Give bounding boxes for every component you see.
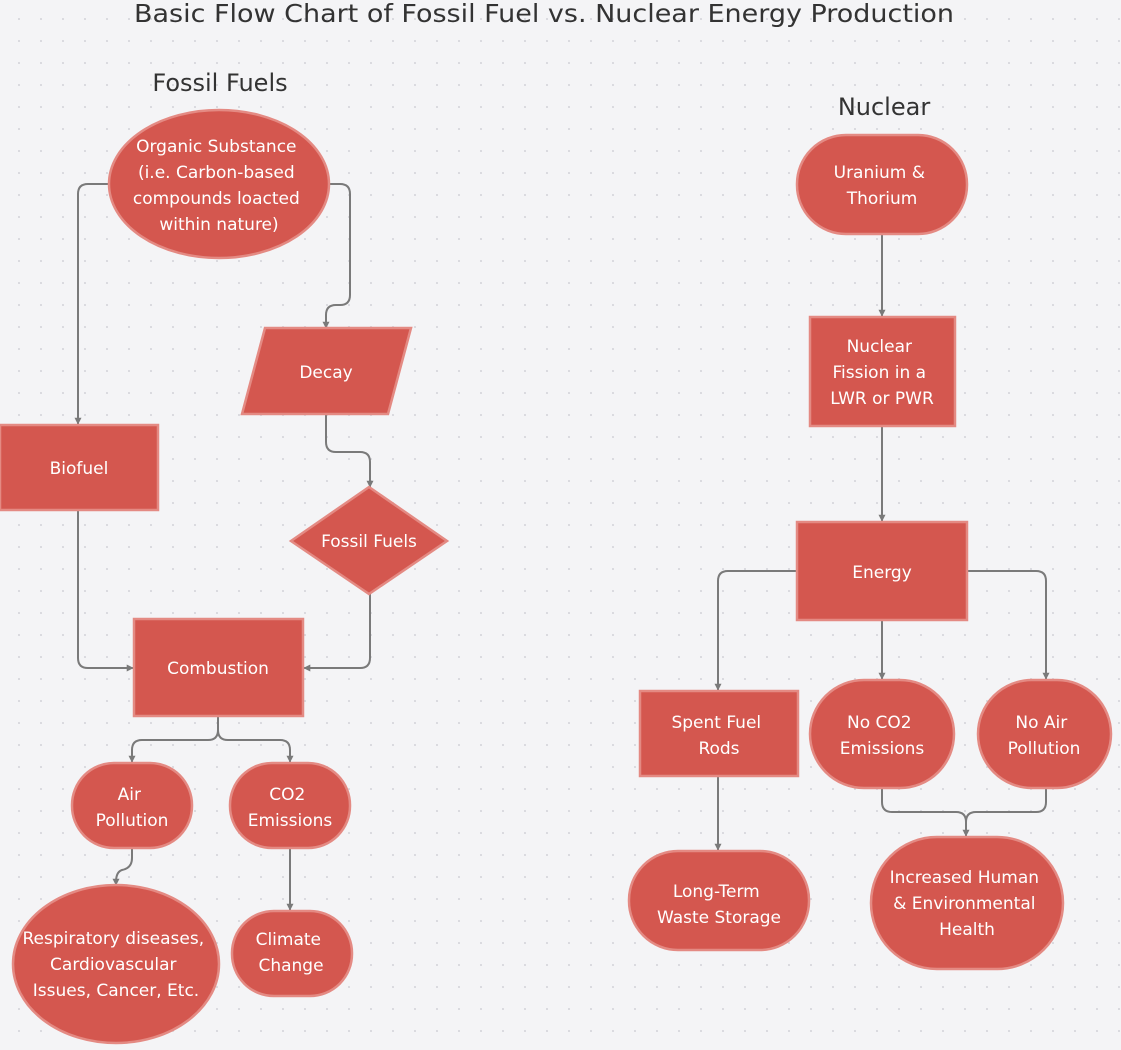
svg-text:Uranium & Thorium: Uranium & Thorium [834, 163, 931, 209]
svg-text:Climate Change: Climate Change [256, 930, 327, 976]
respiratory-line-3: Issues, Cancer, Etc. [33, 981, 199, 1001]
no-air-line-1: No Air [1015, 713, 1067, 733]
chart-title: Basic Flow Chart of Fossil Fuel vs. Nucl… [134, 0, 954, 28]
co2-emissions-line-2: Emissions [248, 811, 333, 831]
node-fossil-fuels: Fossil Fuels [288, 485, 450, 596]
node-climate-change: Climate Change [230, 909, 354, 998]
no-co2-line-2: Emissions [840, 739, 925, 759]
node-co2-emissions: CO2 Emissions [228, 761, 352, 850]
node-nuclear-fission: Nuclear Fission in a LWR or PWR [808, 315, 957, 428]
node-organic-substance: Organic Substance (i.e. Carbon-based com… [107, 108, 331, 260]
health-line-1: Increased Human [890, 868, 1039, 888]
waste-storage-line-1: Long-Term [673, 882, 760, 902]
fission-line-3: LWR or PWR [830, 389, 934, 409]
connector-combustion-to-air-pollution [128, 716, 219, 763]
organic-line-1: Organic Substance [136, 137, 296, 157]
svg-text:No Air Pollution: No Air Pollution [1008, 713, 1081, 759]
connector-decay-to-fossil-fuels [325, 414, 374, 488]
no-co2-line-1: No CO2 [847, 713, 912, 733]
biofuel-label: Biofuel [50, 459, 109, 479]
air-pollution-line-1: Air [118, 785, 141, 805]
fission-line-1: Nuclear [847, 337, 912, 357]
air-pollution-line-2: Pollution [96, 811, 169, 831]
svg-text:Energy: Energy [852, 563, 912, 583]
svg-text:Biofuel: Biofuel [50, 459, 109, 479]
svg-text:Fossil Fuels: Fossil Fuels [321, 532, 417, 552]
spent-fuel-line-1: Spent Fuel [671, 713, 761, 733]
connector-air-pollution-to-respiratory [112, 848, 133, 886]
node-decay: Decay [240, 326, 413, 416]
spent-fuel-line-2: Rods [698, 739, 739, 759]
connector-fossil-fuels-to-combustion [303, 594, 371, 672]
waste-storage-line-2: Waste Storage [657, 908, 781, 928]
svg-text:Air Pollution: Air Pollution [96, 785, 169, 831]
svg-text:Decay: Decay [299, 363, 352, 383]
respiratory-line-1: Respiratory diseases, [22, 929, 204, 949]
decay-label: Decay [299, 363, 352, 383]
svg-text:Nuclear Fission in a: Nuclear Fission in a LWR or PWR [830, 337, 934, 409]
connector-no-air-to-health [962, 788, 1047, 837]
no-air-line-2: Pollution [1008, 739, 1081, 759]
node-no-co2: No CO2 Emissions [808, 678, 956, 790]
fossil-fuels-label: Fossil Fuels [321, 532, 417, 552]
connector-energy-to-no-air [967, 570, 1050, 680]
node-waste-storage: Long-Term Waste Storage [627, 849, 811, 952]
uranium-line-1: Uranium & [834, 163, 925, 183]
climate-change-line-2: Change [258, 956, 323, 976]
connector-organic-to-biofuel [74, 183, 110, 425]
node-air-pollution: Air Pollution [70, 761, 194, 850]
uranium-line-2: Thorium [846, 189, 918, 209]
svg-text:Respiratory diseases, Ca: Respiratory diseases, Cardiovascular Iss… [22, 929, 209, 1001]
energy-label: Energy [852, 563, 912, 583]
health-line-2: & Environmental [893, 894, 1035, 914]
svg-text:CO2 Emissions: CO2 Emissions [248, 785, 333, 831]
svg-text:Long-Term Waste Storage: Long-Term Waste Storage [657, 882, 781, 928]
svg-text:Increased Human & Enviro: Increased Human & Environmental Health [890, 868, 1045, 940]
node-no-air-pollution: No Air Pollution [976, 678, 1113, 790]
node-energy: Energy [795, 520, 969, 622]
respiratory-line-2: Cardiovascular [50, 955, 176, 975]
connector-energy-to-spent-fuel [714, 570, 797, 691]
svg-text:Organic Substance (i.e.: Organic Substance (i.e. Carbon-based com… [133, 137, 305, 235]
co2-emissions-line-1: CO2 [269, 785, 305, 805]
organic-line-2: (i.e. Carbon-based [138, 163, 295, 183]
connector-biofuel-to-combustion [77, 510, 134, 672]
node-spent-fuel-rods: Spent Fuel Rods [638, 689, 800, 778]
svg-text:Combustion: Combustion [167, 659, 269, 679]
svg-text:Spent Fuel Rods: Spent Fuel Rods [671, 713, 766, 759]
connector-organic-to-decay [322, 183, 351, 329]
organic-line-4: within nature) [159, 215, 278, 235]
nuclear-section-heading: Nuclear [838, 93, 931, 121]
organic-line-3: compounds loacted [133, 189, 300, 209]
node-uranium-thorium: Uranium & Thorium [795, 133, 969, 236]
combustion-label: Combustion [167, 659, 269, 679]
svg-text:No CO2 Emissions: No CO2 Emissions [840, 713, 925, 759]
connector-no-co2-to-health [881, 788, 967, 823]
node-health: Increased Human & Environmental Health [869, 835, 1065, 971]
fossil-section-heading: Fossil Fuels [152, 69, 287, 97]
node-combustion: Combustion [132, 617, 305, 718]
node-biofuel: Biofuel [0, 423, 160, 512]
health-line-3: Health [939, 920, 995, 940]
climate-change-line-1: Climate [256, 930, 321, 950]
connector-combustion-to-co2 [217, 716, 294, 763]
fission-line-2: Fission in a [832, 363, 926, 383]
node-respiratory: Respiratory diseases, Cardiovascular Iss… [11, 883, 221, 1045]
